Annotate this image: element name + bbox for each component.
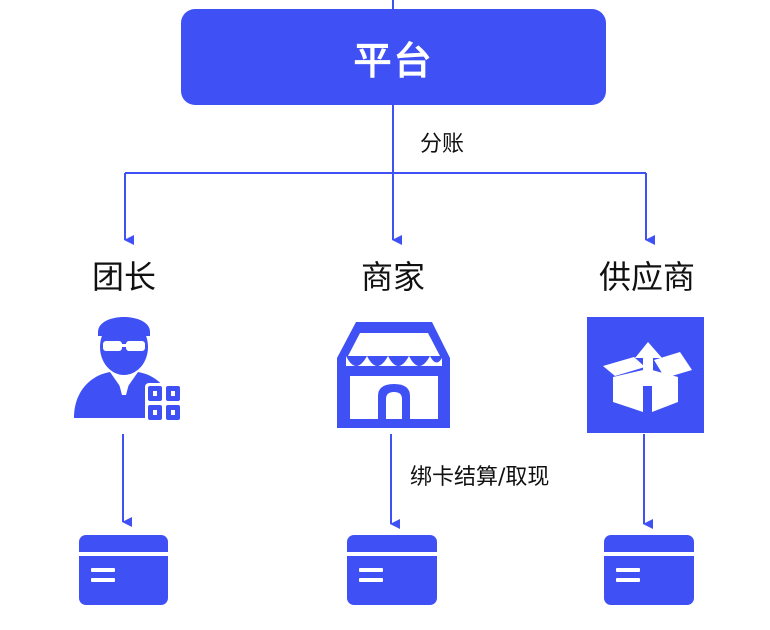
split-label: 分账 [420, 132, 465, 157]
store-icon [337, 322, 450, 428]
settle-label: 绑卡结算/取现 [410, 465, 550, 490]
merchant-title: 商家 [360, 258, 425, 296]
bank-card-icon [347, 535, 437, 605]
supplier-title: 供应商 [598, 258, 695, 296]
bank-card-icon [79, 535, 168, 605]
platform-label: 平台 [353, 38, 434, 83]
supplier-box-icon [587, 317, 704, 433]
bank-card-icon [604, 535, 694, 605]
platform-node: 平台 [181, 9, 606, 105]
group-leader-title: 团长 [91, 258, 156, 296]
group-leader-icon [74, 317, 183, 423]
